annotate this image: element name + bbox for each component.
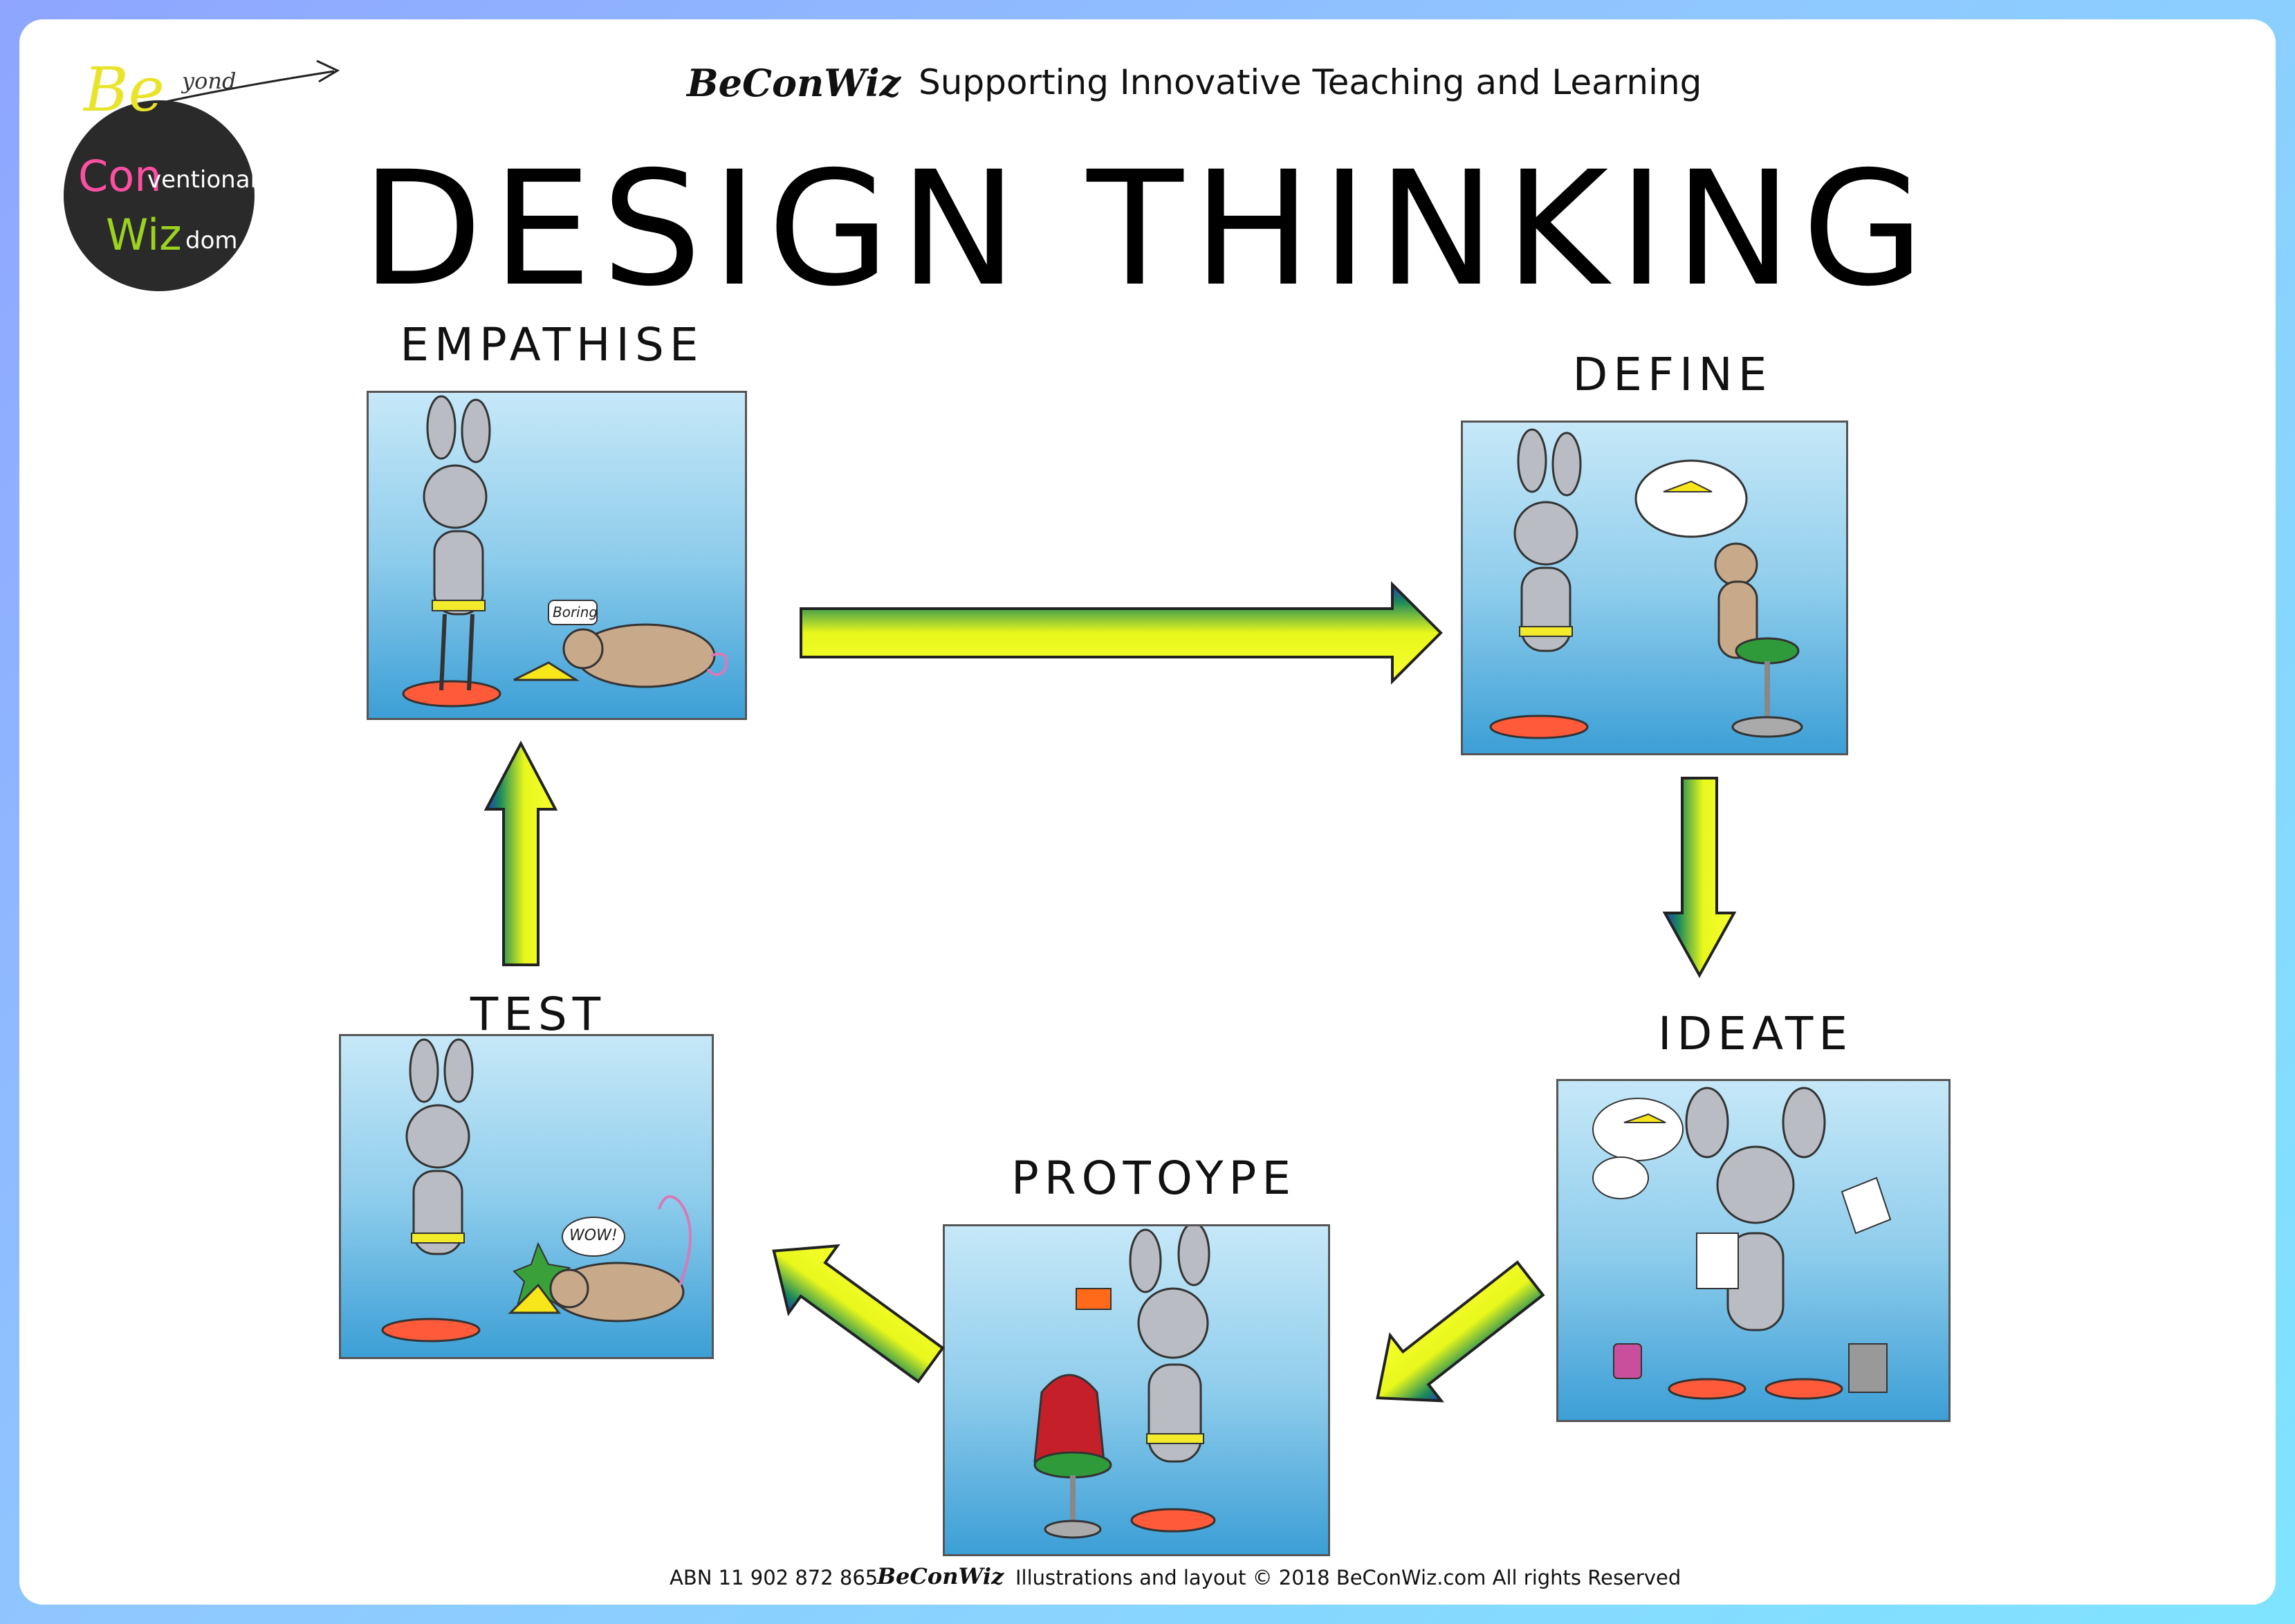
arrow-prototype-to-test — [772, 1244, 945, 1384]
footer-abn: ABN 11 902 872 865 — [670, 1566, 878, 1589]
poster-card: Be yond Con ventional Wiz dom BeConWiz S… — [19, 19, 2276, 1605]
logo-con: Con — [78, 151, 162, 201]
beconwiz-logo: Be yond Con ventional Wiz dom — [44, 40, 348, 303]
header-brand: BeConWiz — [687, 61, 901, 105]
panel-empathise: Boring — [367, 391, 747, 720]
logo-dom: dom — [185, 227, 238, 255]
panel-define — [1461, 421, 1848, 755]
stage-label-define: DEFINE — [1572, 348, 1773, 401]
arrow-empathise-to-define — [800, 581, 1443, 685]
footer-brand: BeConWiz — [877, 1563, 1004, 1589]
stage-label-prototype: PROTOYPE — [1011, 1152, 1297, 1205]
logo-yond: yond — [182, 68, 237, 94]
arrow-ideate-to-prototype — [1376, 1260, 1545, 1403]
arrow-test-to-empathise — [483, 740, 558, 966]
stage-label-empathise: EMPATHISE — [400, 318, 704, 371]
logo-be: Be — [84, 54, 165, 125]
speech-wow: WOW! — [569, 1227, 618, 1244]
test-illustration — [381, 1038, 692, 1342]
page-title: DESIGN THINKING — [361, 137, 1934, 321]
logo-ventional: ventional — [147, 166, 257, 194]
footer-copyright: Illustrations and layout © 2018 BeConWiz… — [1015, 1566, 1681, 1589]
arrow-define-to-ideate — [1662, 777, 1737, 979]
stage-label-test: TEST — [470, 988, 607, 1041]
logo-wiz: Wiz — [106, 210, 182, 260]
stage-label-ideate: IDEATE — [1657, 1007, 1854, 1060]
speech-boring: Boring — [553, 604, 598, 620]
panel-prototype — [943, 1224, 1330, 1556]
empathise-illustration — [402, 395, 728, 708]
panel-ideate — [1556, 1079, 1951, 1422]
prototype-illustration — [1033, 1226, 1216, 1539]
ideate-illustration — [1592, 1087, 1892, 1400]
define-illustration — [1489, 428, 1803, 739]
header-tagline: Supporting Innovative Teaching and Learn… — [919, 62, 1702, 102]
panel-test: WOW! — [339, 1034, 714, 1359]
